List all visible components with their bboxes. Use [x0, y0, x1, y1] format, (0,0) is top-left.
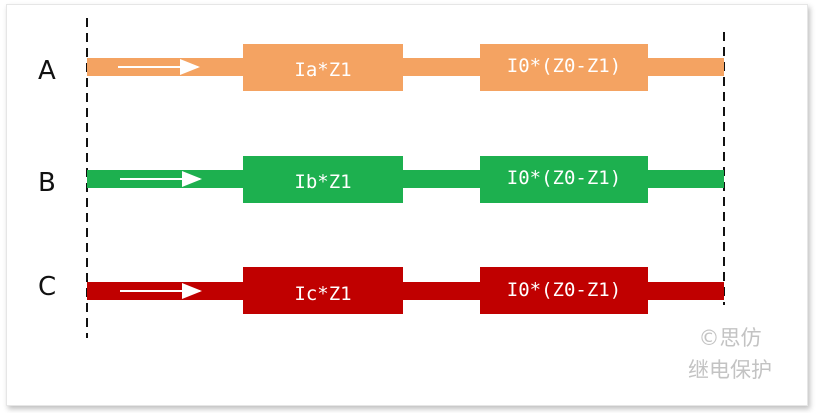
impedance-box-label: Ib*Z1: [294, 171, 351, 193]
phase-row-a: A Ia*Z1 I0*(Z0-Z1): [38, 44, 724, 91]
phase-label: B: [38, 168, 56, 198]
watermark-line-2: 继电保护: [688, 358, 772, 382]
phase-label: C: [38, 272, 56, 302]
impedance-box: [243, 44, 403, 91]
zero-sequence-box: [480, 156, 648, 203]
zero-sequence-box: [480, 267, 648, 314]
impedance-box-label: Ia*Z1: [294, 59, 351, 81]
zero-sequence-box-label: I0*(Z0-Z1): [507, 55, 621, 77]
phase-row-c: C Ic*Z1 I0*(Z0-Z1): [38, 267, 724, 314]
watermark-line-1: ©思仿: [698, 326, 762, 350]
impedance-box-label: Ic*Z1: [294, 283, 351, 305]
phase-row-b: B Ib*Z1 I0*(Z0-Z1): [38, 156, 724, 203]
watermark: ©思仿 继电保护: [688, 322, 772, 386]
impedance-box: [243, 156, 403, 203]
zero-sequence-box-label: I0*(Z0-Z1): [507, 279, 621, 301]
impedance-box: [243, 267, 403, 314]
phase-label: A: [38, 56, 56, 86]
zero-sequence-box-label: I0*(Z0-Z1): [507, 167, 621, 189]
zero-sequence-box: [480, 44, 648, 91]
